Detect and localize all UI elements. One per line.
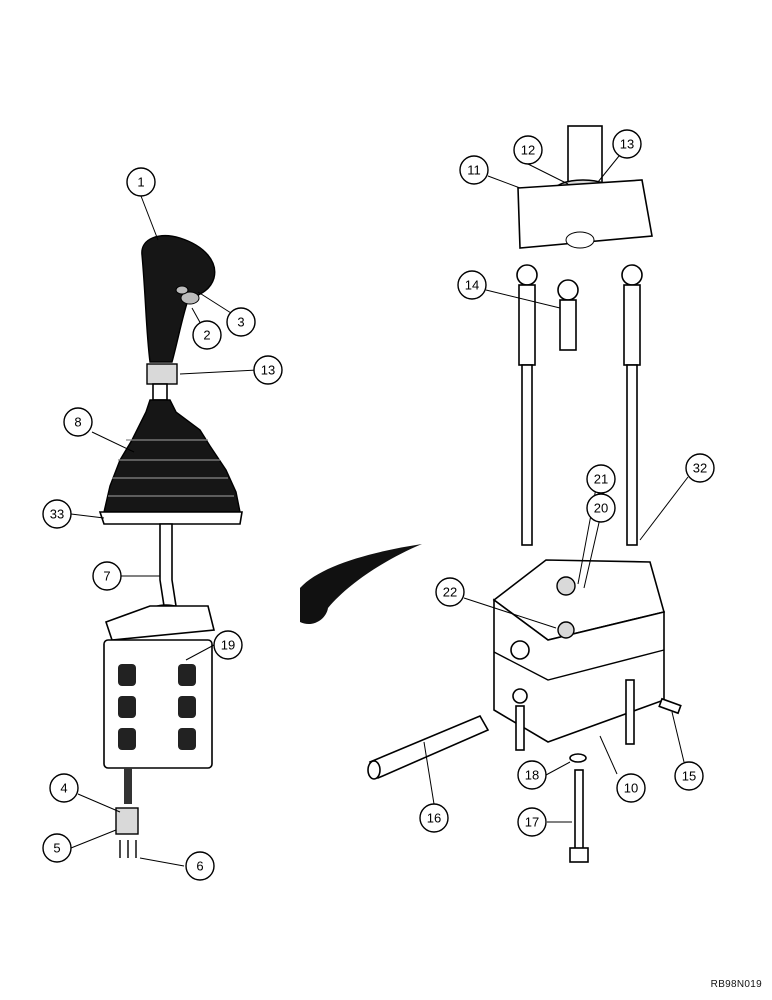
callout-19: 19: [213, 630, 243, 660]
callout-label: 1: [137, 175, 144, 190]
callout-1: 1: [126, 167, 156, 197]
lever-rod: [159, 523, 177, 607]
callout-label: 2: [203, 328, 210, 343]
callout-label: 6: [196, 859, 203, 874]
callout-13: 13: [612, 129, 642, 159]
callout-17: 17: [517, 807, 547, 837]
control-valve-assembly: [367, 125, 682, 863]
grip-button: [175, 285, 189, 295]
callout-32: 32: [685, 453, 715, 483]
callout-label: 7: [103, 569, 110, 584]
callout-33: 33: [42, 499, 72, 529]
callout-3: 3: [226, 307, 256, 337]
callout-label: 14: [465, 278, 479, 293]
callout-label: 22: [443, 585, 457, 600]
callout-label: 19: [221, 638, 235, 653]
callout-4: 4: [49, 773, 79, 803]
callout-label: 8: [74, 415, 81, 430]
callout-label: 20: [594, 501, 608, 516]
direction-arrow: [300, 544, 422, 625]
callout-7: 7: [92, 561, 122, 591]
callout-22: 22: [435, 577, 465, 607]
callout-10: 10: [616, 773, 646, 803]
callout-13: 13: [253, 355, 283, 385]
cover-plate: [517, 179, 653, 249]
callout-15: 15: [674, 761, 704, 791]
set-screw: [658, 697, 682, 715]
pin: [368, 714, 490, 780]
harness-wire: [124, 768, 132, 804]
callout-label: 13: [620, 137, 634, 152]
rubber-boot: [103, 399, 241, 513]
connector-pins: [119, 840, 137, 858]
callout-2: 2: [192, 320, 222, 350]
callout-8: 8: [63, 407, 93, 437]
bolt: [574, 769, 584, 851]
callout-12: 12: [513, 135, 543, 165]
callout-label: 10: [624, 781, 638, 796]
figure-reference-code: RB98N019: [710, 979, 762, 990]
connector: [115, 807, 139, 835]
callout-label: 13: [261, 363, 275, 378]
callout-14: 14: [457, 270, 487, 300]
handle-nut: [146, 363, 178, 385]
callout-label: 3: [237, 315, 244, 330]
linkage-rods: [516, 264, 643, 546]
callout-5: 5: [42, 833, 72, 863]
callout-label: 11: [467, 163, 481, 178]
callout-label: 17: [525, 815, 539, 830]
grip-button: [180, 291, 200, 305]
joystick-assembly: [98, 235, 243, 858]
callout-label: 32: [693, 461, 707, 476]
callout-label: 18: [525, 768, 539, 783]
callout-16: 16: [419, 803, 449, 833]
pilot-valve-top: [104, 605, 216, 641]
callout-label: 12: [521, 143, 535, 158]
washer: [569, 753, 587, 763]
callout-21: 21: [586, 464, 616, 494]
callout-label: 16: [427, 811, 441, 826]
callout-label: 5: [53, 841, 60, 856]
callout-6: 6: [185, 851, 215, 881]
boot-plate: [98, 511, 243, 525]
callout-11: 11: [459, 155, 489, 185]
callout-label: 21: [594, 472, 608, 487]
callout-18: 18: [517, 760, 547, 790]
callout-20: 20: [586, 493, 616, 523]
callout-label: 4: [60, 781, 67, 796]
callout-label: 15: [682, 769, 696, 784]
upper-shaft: [567, 125, 603, 185]
callout-label: 33: [50, 507, 64, 522]
